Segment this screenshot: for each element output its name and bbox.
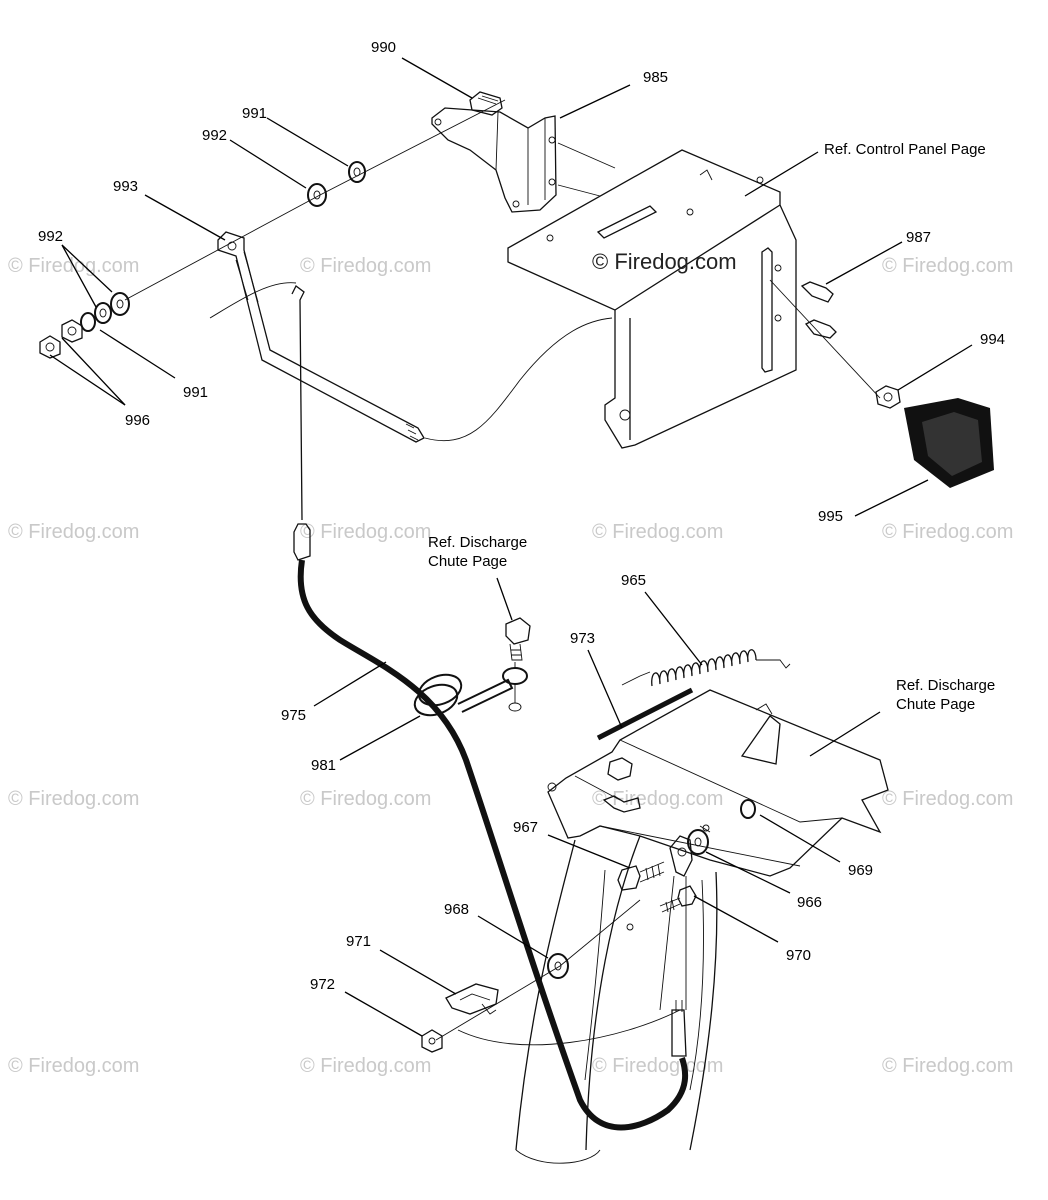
callout-975: 975 [281,707,306,724]
watermark: © Firedog.com [300,1055,431,1077]
clip-971 [445,983,499,1015]
watermark: © Firedog.com [8,1055,139,1077]
assembly-lines [124,99,881,442]
upper-bracket [431,107,557,213]
callout-971: 971 [346,933,371,950]
watermark: © Firedog.com [8,788,139,810]
watermark: © Firedog.com [300,521,431,543]
nut-972 [421,1029,443,1053]
lever-arm-993 [217,231,425,443]
chute-body [515,824,718,1164]
callout-992: 992 [202,127,227,144]
watermark: © Firedog.com [592,1055,723,1077]
watermark: © Firedog.com [882,255,1013,277]
washers-upper [307,161,366,207]
bolt-970 [659,885,697,913]
bolt-990 [469,91,503,116]
washers-lower-left [39,292,130,359]
watermark: © Firedog.com [300,255,431,277]
washer-968 [547,953,569,979]
callout-993: 993 [113,178,138,195]
ref-discharge-chute-label: Ref. Discharge [428,534,527,551]
callout-965: 965 [621,572,646,589]
spring-965 [621,649,791,687]
cable-975 [291,285,689,1131]
watermark: © Firedog.com [592,521,723,543]
callout-970: 970 [786,947,811,964]
ref-discharge-chute-label: Ref. Discharge [896,677,995,694]
callout-969: 969 [848,862,873,879]
ref-discharge-chute-label: Chute Page [896,696,975,713]
ref-discharge-chute-label: Chute Page [428,553,507,570]
callout-967: 967 [513,819,538,836]
callout-985: 985 [643,69,668,86]
callout-973: 973 [570,630,595,647]
watermark: © Firedog.com [882,788,1013,810]
callout-990: 990 [371,39,396,56]
callout-981: 981 [311,757,336,774]
callout-968: 968 [444,901,469,918]
assembly-lines-lower [435,775,681,1046]
watermark: © Firedog.com [300,788,431,810]
callout-995: 995 [818,508,843,525]
watermark: © Firedog.com [8,521,139,543]
nut-994 [875,385,901,409]
ref-control-panel-label: Ref. Control Panel Page [824,141,986,158]
reference-labels: Ref. Control Panel Page Ref. Discharge C… [428,141,995,713]
knob-995 [904,398,994,488]
watermark-center: © Firedog.com [592,249,737,274]
callout-996: 996 [125,412,150,429]
watermark: © Firedog.com [882,521,1013,543]
watermark: © Firedog.com [592,788,723,810]
callout-972: 972 [310,976,335,993]
deflector-bracket [547,689,889,877]
watermarks: © Firedog.com © Firedog.com © Firedog.co… [8,255,1013,1077]
linkage-966 [659,829,709,1011]
watermark: © Firedog.com [882,1055,1013,1077]
callout-987: 987 [906,229,931,246]
chute-screw [502,617,531,712]
bolts-987 [800,281,837,339]
callout-994: 994 [980,331,1005,348]
callout-992: 992 [38,228,63,245]
bolt-967 [617,861,665,891]
leader-lines [49,57,973,1037]
bar-973 [596,687,694,741]
callouts: 990 985 991 992 993 992 991 996 987 994 … [38,39,1005,993]
callout-991: 991 [242,105,267,122]
control-panel-bracket [507,149,797,449]
callout-966: 966 [797,894,822,911]
callout-991: 991 [183,384,208,401]
